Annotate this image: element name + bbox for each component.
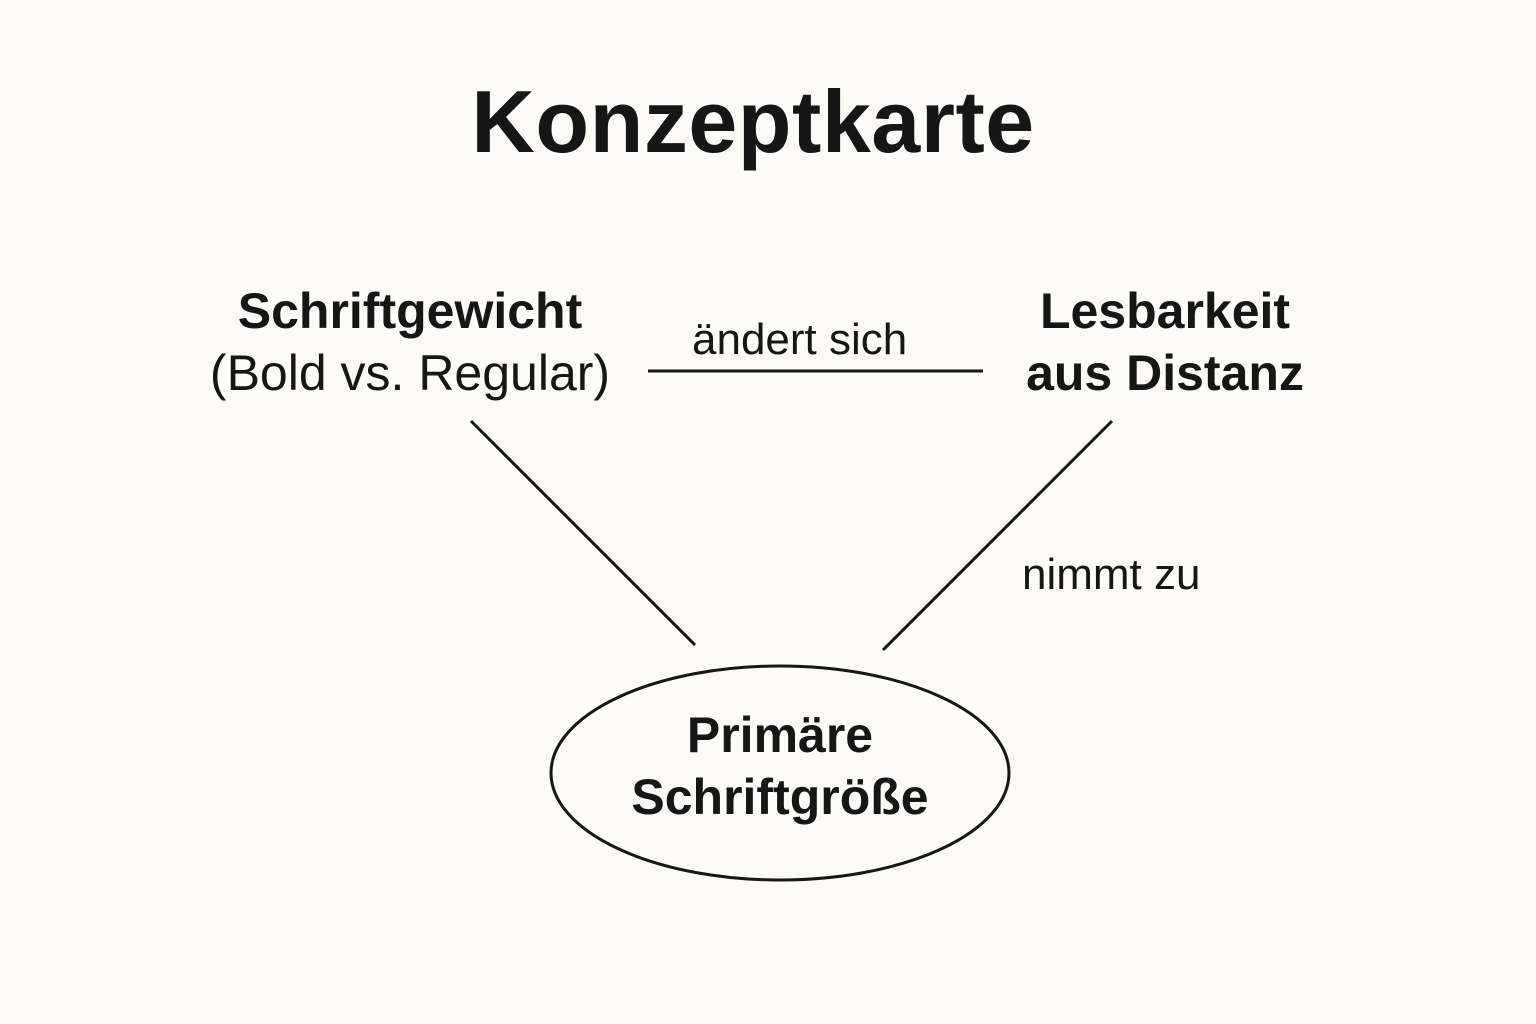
- page-title: Konzeptkarte: [471, 72, 1035, 171]
- edge-label-aendert-sich: ändert sich: [692, 315, 908, 364]
- node-right-label-line2: aus Distanz: [1026, 345, 1304, 401]
- node-primaere-schriftgroesse: Primäre Schriftgröße: [555, 704, 1005, 828]
- node-schriftgewicht: Schriftgewicht (Bold vs. Regular): [170, 280, 650, 404]
- edge-label-nimmt-zu: nimmt zu: [1022, 550, 1201, 599]
- node-lesbarkeit: Lesbarkeit aus Distanz: [985, 280, 1345, 404]
- node-right-label-line1: Lesbarkeit: [1039, 283, 1291, 339]
- edge-line-left-center: [469, 419, 697, 647]
- node-center-label-line1: Primäre: [686, 707, 874, 763]
- node-left-sublabel: (Bold vs. Regular): [209, 345, 611, 401]
- center-node-ellipse: [549, 664, 1011, 882]
- edge-line-right-center: [881, 419, 1114, 652]
- node-center-label-line2: Schriftgröße: [631, 769, 929, 825]
- node-left-label: Schriftgewicht: [237, 283, 583, 339]
